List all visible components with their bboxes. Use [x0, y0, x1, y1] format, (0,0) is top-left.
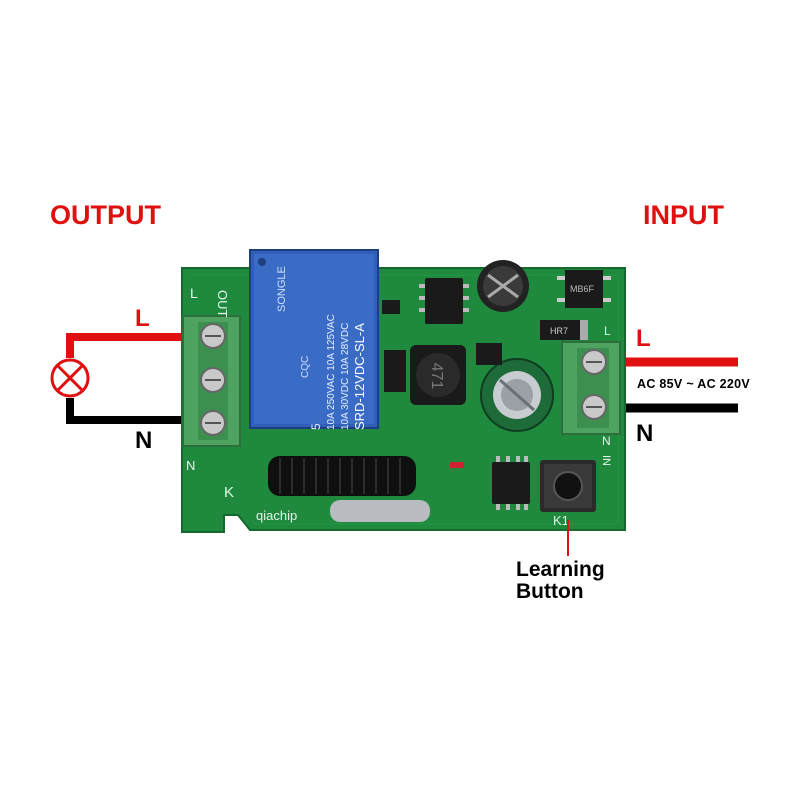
lamp-icon	[50, 358, 90, 398]
input-live-label: L	[636, 325, 651, 352]
relay-mark: CQC	[300, 356, 311, 378]
pcb-brand: qiachip	[256, 508, 297, 523]
pcb-l-right: L	[604, 324, 611, 338]
crystal	[330, 500, 430, 522]
output-terminal-block	[182, 315, 241, 447]
inductor-label: 471	[428, 363, 445, 390]
learning-button[interactable]	[540, 460, 596, 512]
relay-text: SONGLE CQC	[276, 266, 311, 378]
bridge-label: MB6F	[570, 284, 595, 294]
capacitor-small	[477, 260, 529, 312]
pcb-k1-label: K1	[553, 513, 569, 528]
antenna-coil	[268, 456, 416, 496]
pcb-k-label: K	[224, 484, 234, 501]
relay-pins: 5	[309, 423, 323, 430]
status-led	[450, 462, 464, 468]
decoder-ic	[492, 456, 530, 510]
smd-transistor-2	[476, 343, 502, 365]
pcb-n-left: N	[186, 458, 195, 473]
inductor	[410, 345, 466, 405]
input-neutral-label: N	[636, 420, 654, 447]
output-neutral-wire	[66, 398, 200, 424]
output-neutral-label: N	[135, 427, 153, 454]
smd-ic-top	[419, 278, 469, 324]
relay-brand: SONGLE	[276, 266, 288, 312]
pcb-l-left: L	[190, 285, 198, 301]
pcb-out-label: OUT	[215, 290, 230, 318]
relay	[249, 249, 379, 429]
smd-transistor-1	[384, 350, 406, 392]
capacitor-large	[480, 358, 554, 432]
diode: HR7	[540, 320, 588, 340]
output-live-wire	[66, 333, 200, 358]
ac-voltage-range: AC 85V ~ AC 220V	[637, 377, 751, 391]
pcb-in-label: IN	[600, 455, 612, 466]
learning-button-caption-line1: Learning	[516, 558, 605, 581]
output-live-label: L	[135, 305, 150, 332]
relay-rating-2: 10A 30VDC 10A 28VDC	[340, 323, 351, 430]
learning-button-caption-line2: Button	[516, 580, 584, 603]
pcb-n-right: N	[602, 434, 611, 448]
smd-transistor-3	[382, 300, 400, 314]
bridge-rectifier: MB6F	[557, 270, 611, 308]
diode-label: HR7	[550, 326, 568, 336]
output-heading: OUTPUT	[50, 200, 161, 230]
input-heading: INPUT	[643, 200, 724, 230]
relay-model: SRD-12VDC-SL-A	[352, 323, 367, 430]
input-terminal-block	[561, 341, 621, 435]
relay-rating-text: 5 10A 250VAC 10A 125VAC 10A 30VDC 10A 28…	[309, 314, 367, 430]
relay-rating-1: 10A 250VAC 10A 125VAC	[326, 314, 337, 430]
